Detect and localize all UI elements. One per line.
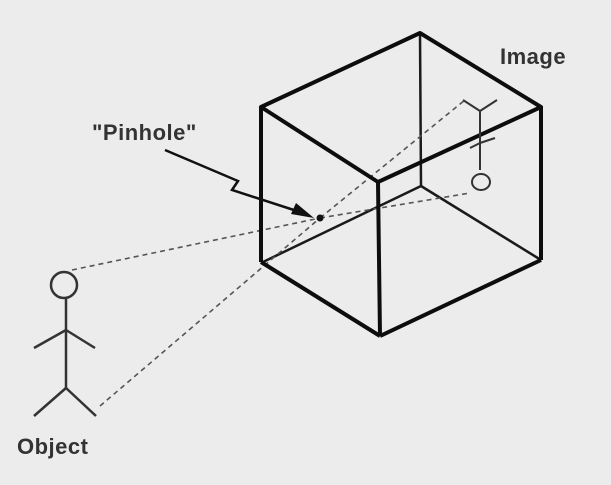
pinhole-arrowhead [291,203,314,218]
pinhole-arrow [164,148,301,214]
image-stick-figure-inverted [462,99,498,191]
pinhole-dot [316,214,324,222]
pinhole-label: "Pinhole" [92,120,197,145]
image-label: Image [500,44,567,69]
light-rays [71,99,471,407]
object-stick-figure [33,270,97,417]
object-label: Object [17,434,89,459]
camera-box [259,31,543,338]
